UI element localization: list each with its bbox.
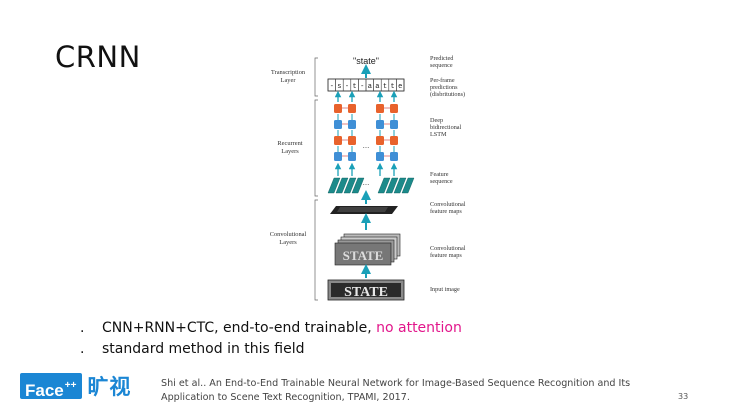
- feature-block: [343, 177, 357, 194]
- feature-to-lstm-arrows: [334, 162, 398, 176]
- lstm-cell: [334, 104, 342, 113]
- convolutional-label-1: Convolutional: [270, 231, 307, 238]
- lstm-cell: [390, 120, 398, 129]
- lstm-cell: [376, 104, 384, 113]
- bullet-item: . standard method in this field: [80, 339, 462, 360]
- feature-block: [351, 177, 365, 194]
- input-image: STATE: [327, 279, 405, 301]
- feature-block: [385, 177, 399, 194]
- lstm-cell: [390, 136, 398, 145]
- page-number: 33: [678, 392, 689, 401]
- lstm-label-2: bidirectional: [430, 124, 462, 131]
- recurrent-label-1: Recurrent: [277, 140, 302, 147]
- slide-title: CRNN: [55, 40, 141, 74]
- section-brackets: [314, 57, 318, 301]
- conv-feature-map-2: STATE: [334, 233, 401, 266]
- lstm-output-arrows: [334, 90, 398, 102]
- lstm-cell: [348, 152, 356, 161]
- lstm-cell: [334, 136, 342, 145]
- convolutional-label-2: Layers: [279, 239, 297, 246]
- lstm-grid: [334, 104, 398, 161]
- per-frame-label-2: predictions: [430, 84, 458, 91]
- lstm-cell: [376, 136, 384, 145]
- lstm-cell: [348, 120, 356, 129]
- feature-seq-label-1: Feature: [430, 171, 449, 178]
- lstm-cell: [390, 104, 398, 113]
- lstm-cell: [348, 104, 356, 113]
- frame-char: t: [352, 83, 356, 91]
- bullet-item: . CNN+RNN+CTC, end-to-end trainable, no …: [80, 318, 462, 339]
- feature-sequence: [327, 177, 415, 194]
- logo-box: Face++: [20, 373, 83, 400]
- frame-char: a: [375, 83, 379, 91]
- conv-maps-2-label-2: feature maps: [430, 252, 462, 259]
- predicted-label-1: Predicted: [430, 55, 454, 62]
- bullet-dot: .: [80, 320, 85, 336]
- lstm-cell: [348, 136, 356, 145]
- conv-maps-1-label-2: feature maps: [430, 208, 462, 215]
- frame-cell: [396, 78, 405, 92]
- lstm-cell: [376, 152, 384, 161]
- input-image-word: STATE: [344, 285, 388, 300]
- lstm-label-3: LSTM: [430, 131, 447, 138]
- frame-char: -: [330, 83, 334, 91]
- predicted-output-text: "state": [353, 56, 379, 66]
- logo-cn: 旷视: [87, 375, 132, 399]
- lstm-cell: [334, 120, 342, 129]
- face-plus-plus-logo: Face++ 旷视: [20, 371, 131, 401]
- feature-block: [377, 177, 391, 194]
- logo-sup: ++: [64, 380, 77, 391]
- logo-text: Face: [25, 381, 64, 400]
- bullet-highlight: no attention: [376, 320, 462, 336]
- frame-char: -: [360, 83, 364, 91]
- transcription-label-1: Transcription: [271, 69, 306, 76]
- frame-char: s: [337, 83, 341, 91]
- lstm-cell: [390, 152, 398, 161]
- conv-maps-2-label-1: Convolutional: [430, 245, 466, 252]
- feature-block: [327, 177, 341, 194]
- bullet-list: . CNN+RNN+CTC, end-to-end trainable, no …: [80, 318, 462, 360]
- predicted-label-2: sequence: [430, 62, 453, 69]
- feature-ellipsis: ...: [363, 178, 370, 187]
- feature-block: [401, 177, 415, 194]
- frame-char: -: [345, 83, 349, 91]
- input-label: Input image: [430, 286, 460, 293]
- frame-char: e: [398, 83, 402, 91]
- feature-seq-label-2: sequence: [430, 178, 453, 185]
- transcription-label-2: Layer: [281, 77, 297, 84]
- lstm-cell: [334, 152, 342, 161]
- lstm-label-1: Deep: [430, 117, 443, 124]
- bullet-dot: .: [80, 341, 85, 357]
- lstm-ellipsis: ...: [363, 141, 370, 150]
- feature-block: [335, 177, 349, 194]
- per-frame-label-1: Per-frame: [430, 77, 455, 84]
- bullet-text: standard method in this field: [102, 341, 305, 357]
- recurrent-label-2: Layers: [281, 148, 299, 155]
- conv-maps-1-label-1: Convolutional: [430, 201, 466, 208]
- frame-char: t: [390, 83, 394, 91]
- frame-char: t: [383, 83, 387, 91]
- conv-map-word: STATE: [343, 248, 384, 263]
- feature-block: [393, 177, 407, 194]
- citation: Shi et al.. An End-to-End Trainable Neur…: [161, 378, 631, 403]
- frame-char: a: [368, 83, 372, 91]
- bullet-text: CNN+RNN+CTC, end-to-end trainable,: [102, 320, 377, 336]
- conv-feature-map-1: [330, 206, 398, 214]
- per-frame-label-3: (disbritutions): [430, 91, 465, 98]
- lstm-cell: [376, 120, 384, 129]
